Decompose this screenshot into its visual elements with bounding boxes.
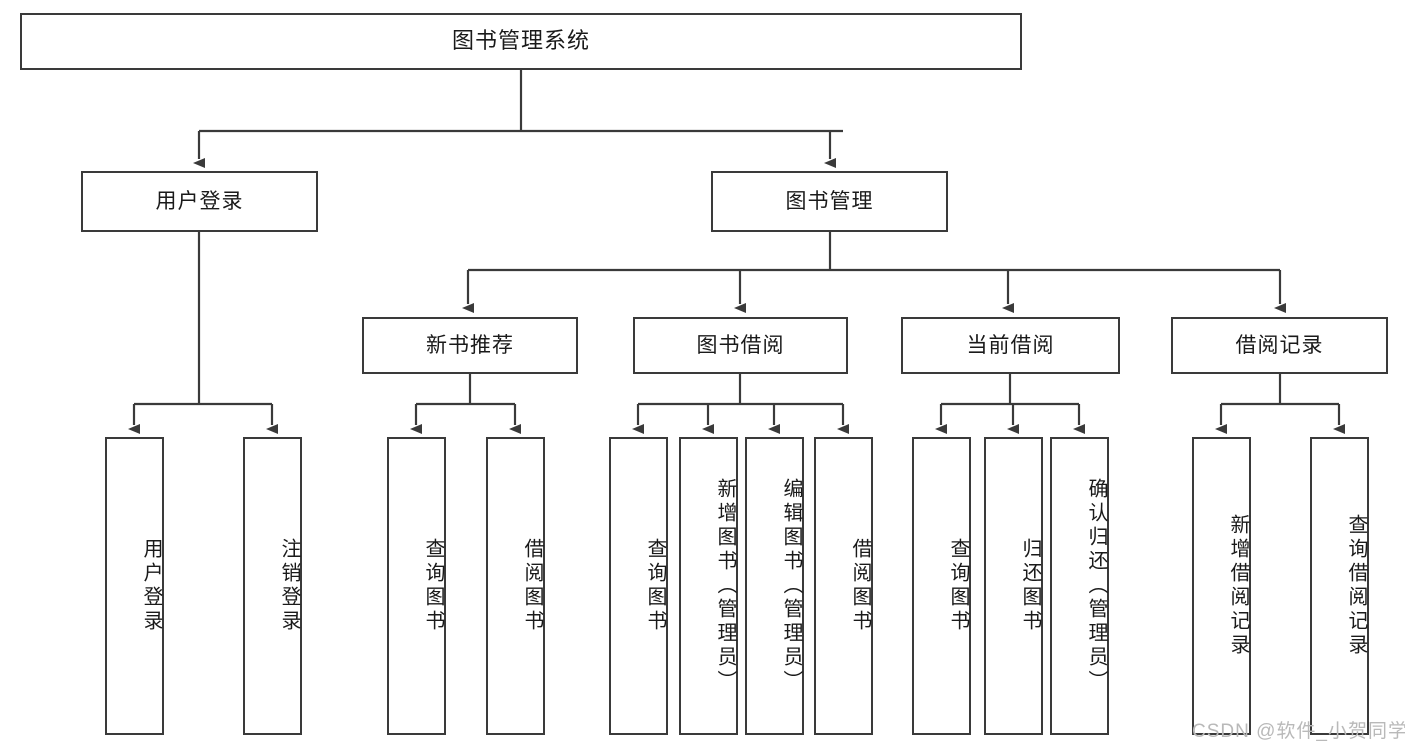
leaf-add-book-admin[interactable]: 新增图书（管理员） [679,437,738,735]
node-root-system[interactable]: 图书管理系统 [20,13,1022,70]
leaf-return-book[interactable]: 归还图书 [984,437,1043,735]
leaf-query-book-recommend[interactable]: 查询图书 [387,437,446,735]
leaf-borrow-book-recommend[interactable]: 借阅图书 [486,437,545,735]
csdn-watermark: CSDN @软件_小贺同学 [1192,721,1405,742]
leaf-query-borrow-record[interactable]: 查询借阅记录 [1310,437,1369,735]
leaf-user-logout[interactable]: 注销登录 [243,437,302,735]
node-user-login[interactable]: 用户登录 [81,171,318,232]
leaf-confirm-return-admin[interactable]: 确认归还（管理员） [1050,437,1109,735]
leaf-user-login[interactable]: 用户登录 [105,437,164,735]
leaf-borrow-book[interactable]: 借阅图书 [814,437,873,735]
node-current-borrow[interactable]: 当前借阅 [901,317,1120,374]
leaf-add-borrow-record[interactable]: 新增借阅记录 [1192,437,1251,735]
node-book-manage[interactable]: 图书管理 [711,171,948,232]
node-borrow-record[interactable]: 借阅记录 [1171,317,1388,374]
node-book-borrow[interactable]: 图书借阅 [633,317,848,374]
leaf-query-book-borrow[interactable]: 查询图书 [609,437,668,735]
leaf-edit-book-admin[interactable]: 编辑图书（管理员） [745,437,804,735]
node-new-book-recommend[interactable]: 新书推荐 [362,317,578,374]
leaf-query-book-current[interactable]: 查询图书 [912,437,971,735]
